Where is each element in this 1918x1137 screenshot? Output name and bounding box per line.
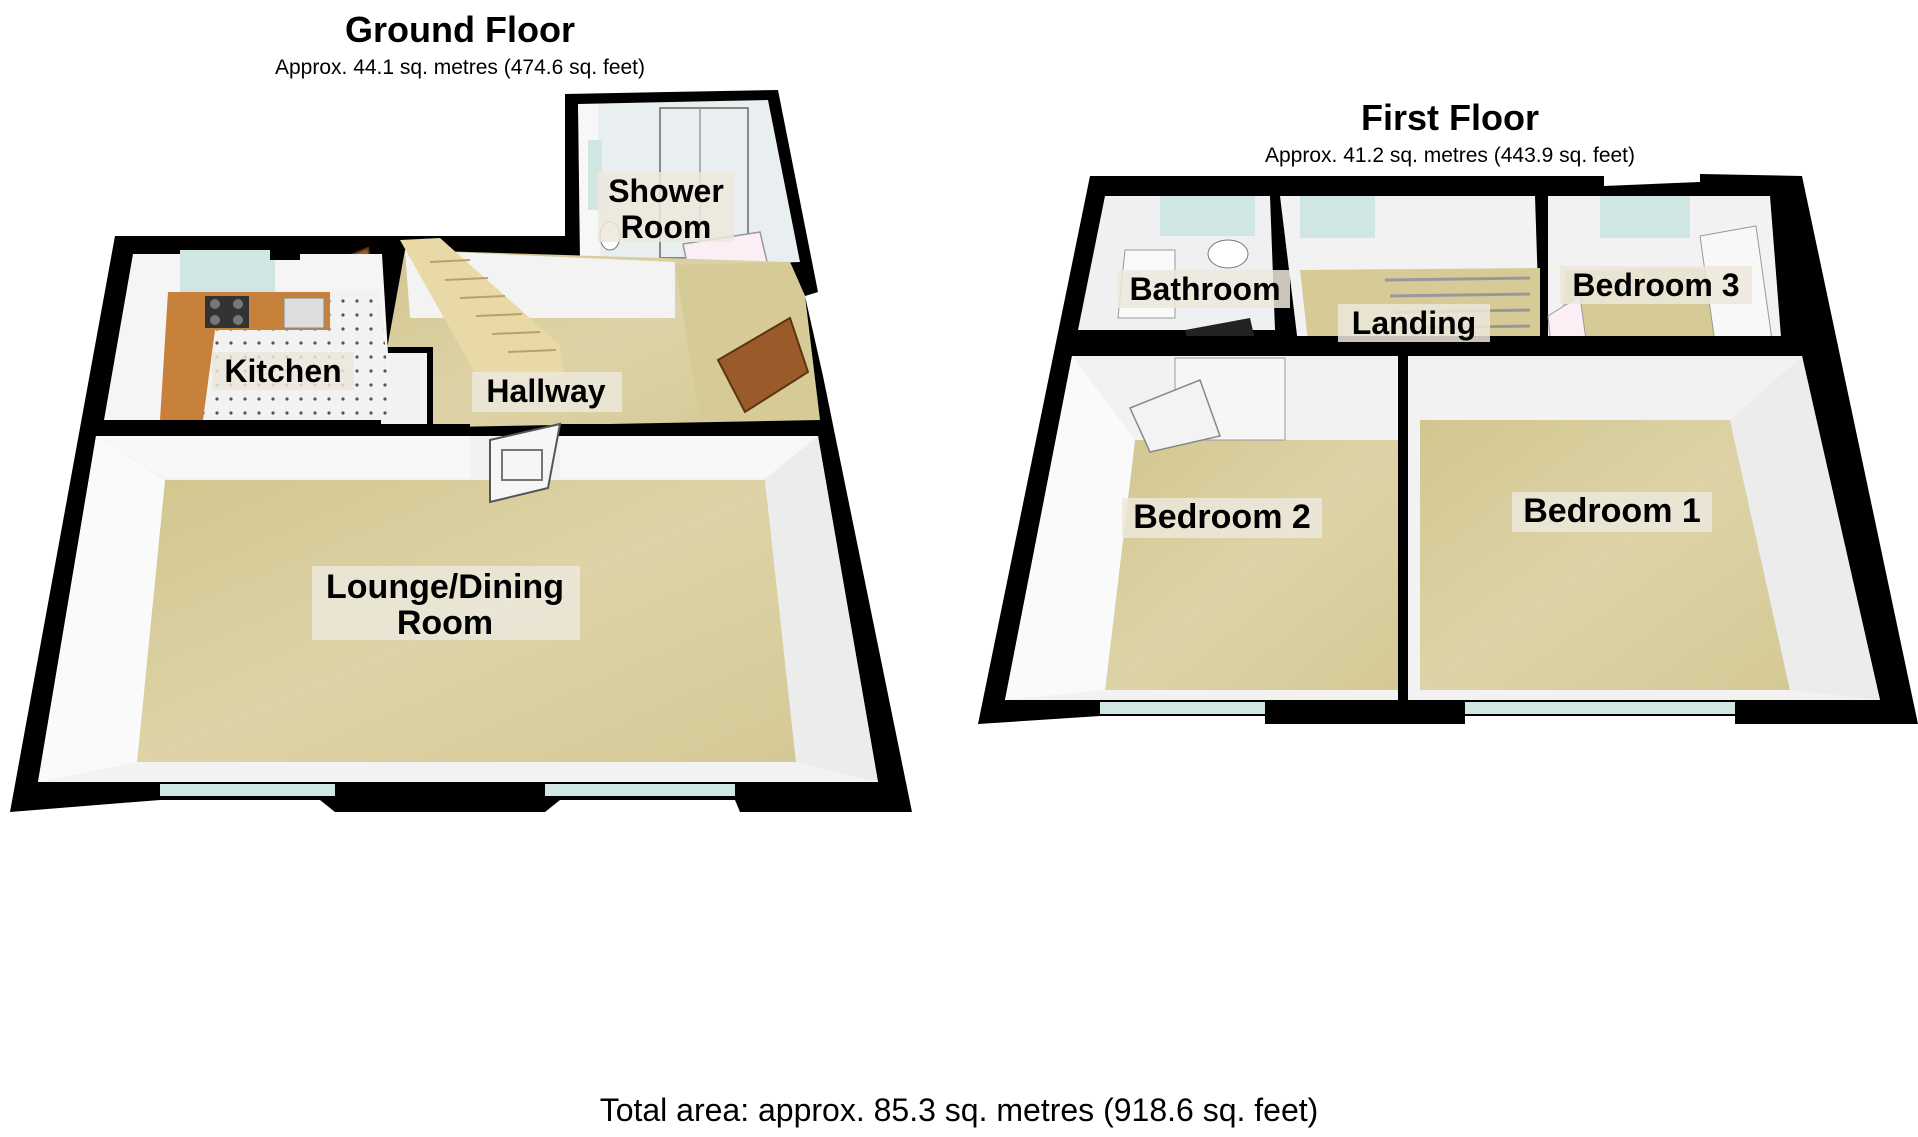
shower-room-label-line2: Room: [621, 209, 712, 245]
shower-room-label-line1: Shower: [608, 173, 724, 209]
bedroom-2-label: Bedroom 2: [1133, 498, 1311, 536]
bathroom-label: Bathroom: [1129, 271, 1280, 307]
ground-floor-title: Ground Floor: [345, 9, 575, 50]
bedroom-1-label: Bedroom 1: [1523, 492, 1701, 530]
first-floor-title: First Floor: [1361, 97, 1539, 138]
front-door: [716, 316, 810, 414]
wardrobe-door: [1128, 379, 1221, 453]
bedroom-3-label: Bedroom 3: [1572, 267, 1739, 303]
kitchen-label: Kitchen: [224, 353, 341, 389]
landing-label: Landing: [1352, 305, 1476, 341]
hallway-label: Hallway: [486, 373, 605, 409]
lounge-dining-label-line1: Lounge/Dining: [326, 568, 564, 606]
ground-floor-area: Approx. 44.1 sq. metres (474.6 sq. feet): [274, 56, 646, 79]
staircase: [400, 238, 565, 382]
ground-floor-plan: [10, 90, 912, 812]
lounge-door: [489, 422, 562, 504]
first-floor-plan: [978, 174, 1918, 724]
lounge-dining-label-line2: Room: [397, 604, 493, 642]
first-floor-area: Approx. 41.2 sq. metres (443.9 sq. feet): [1264, 144, 1636, 167]
room-labels: Shower Room Kitchen Hallway Lounge/Dinin…: [212, 172, 1752, 642]
kitchen: [104, 236, 392, 420]
total-area: Total area: approx. 85.3 sq. metres (918…: [599, 1092, 1319, 1128]
